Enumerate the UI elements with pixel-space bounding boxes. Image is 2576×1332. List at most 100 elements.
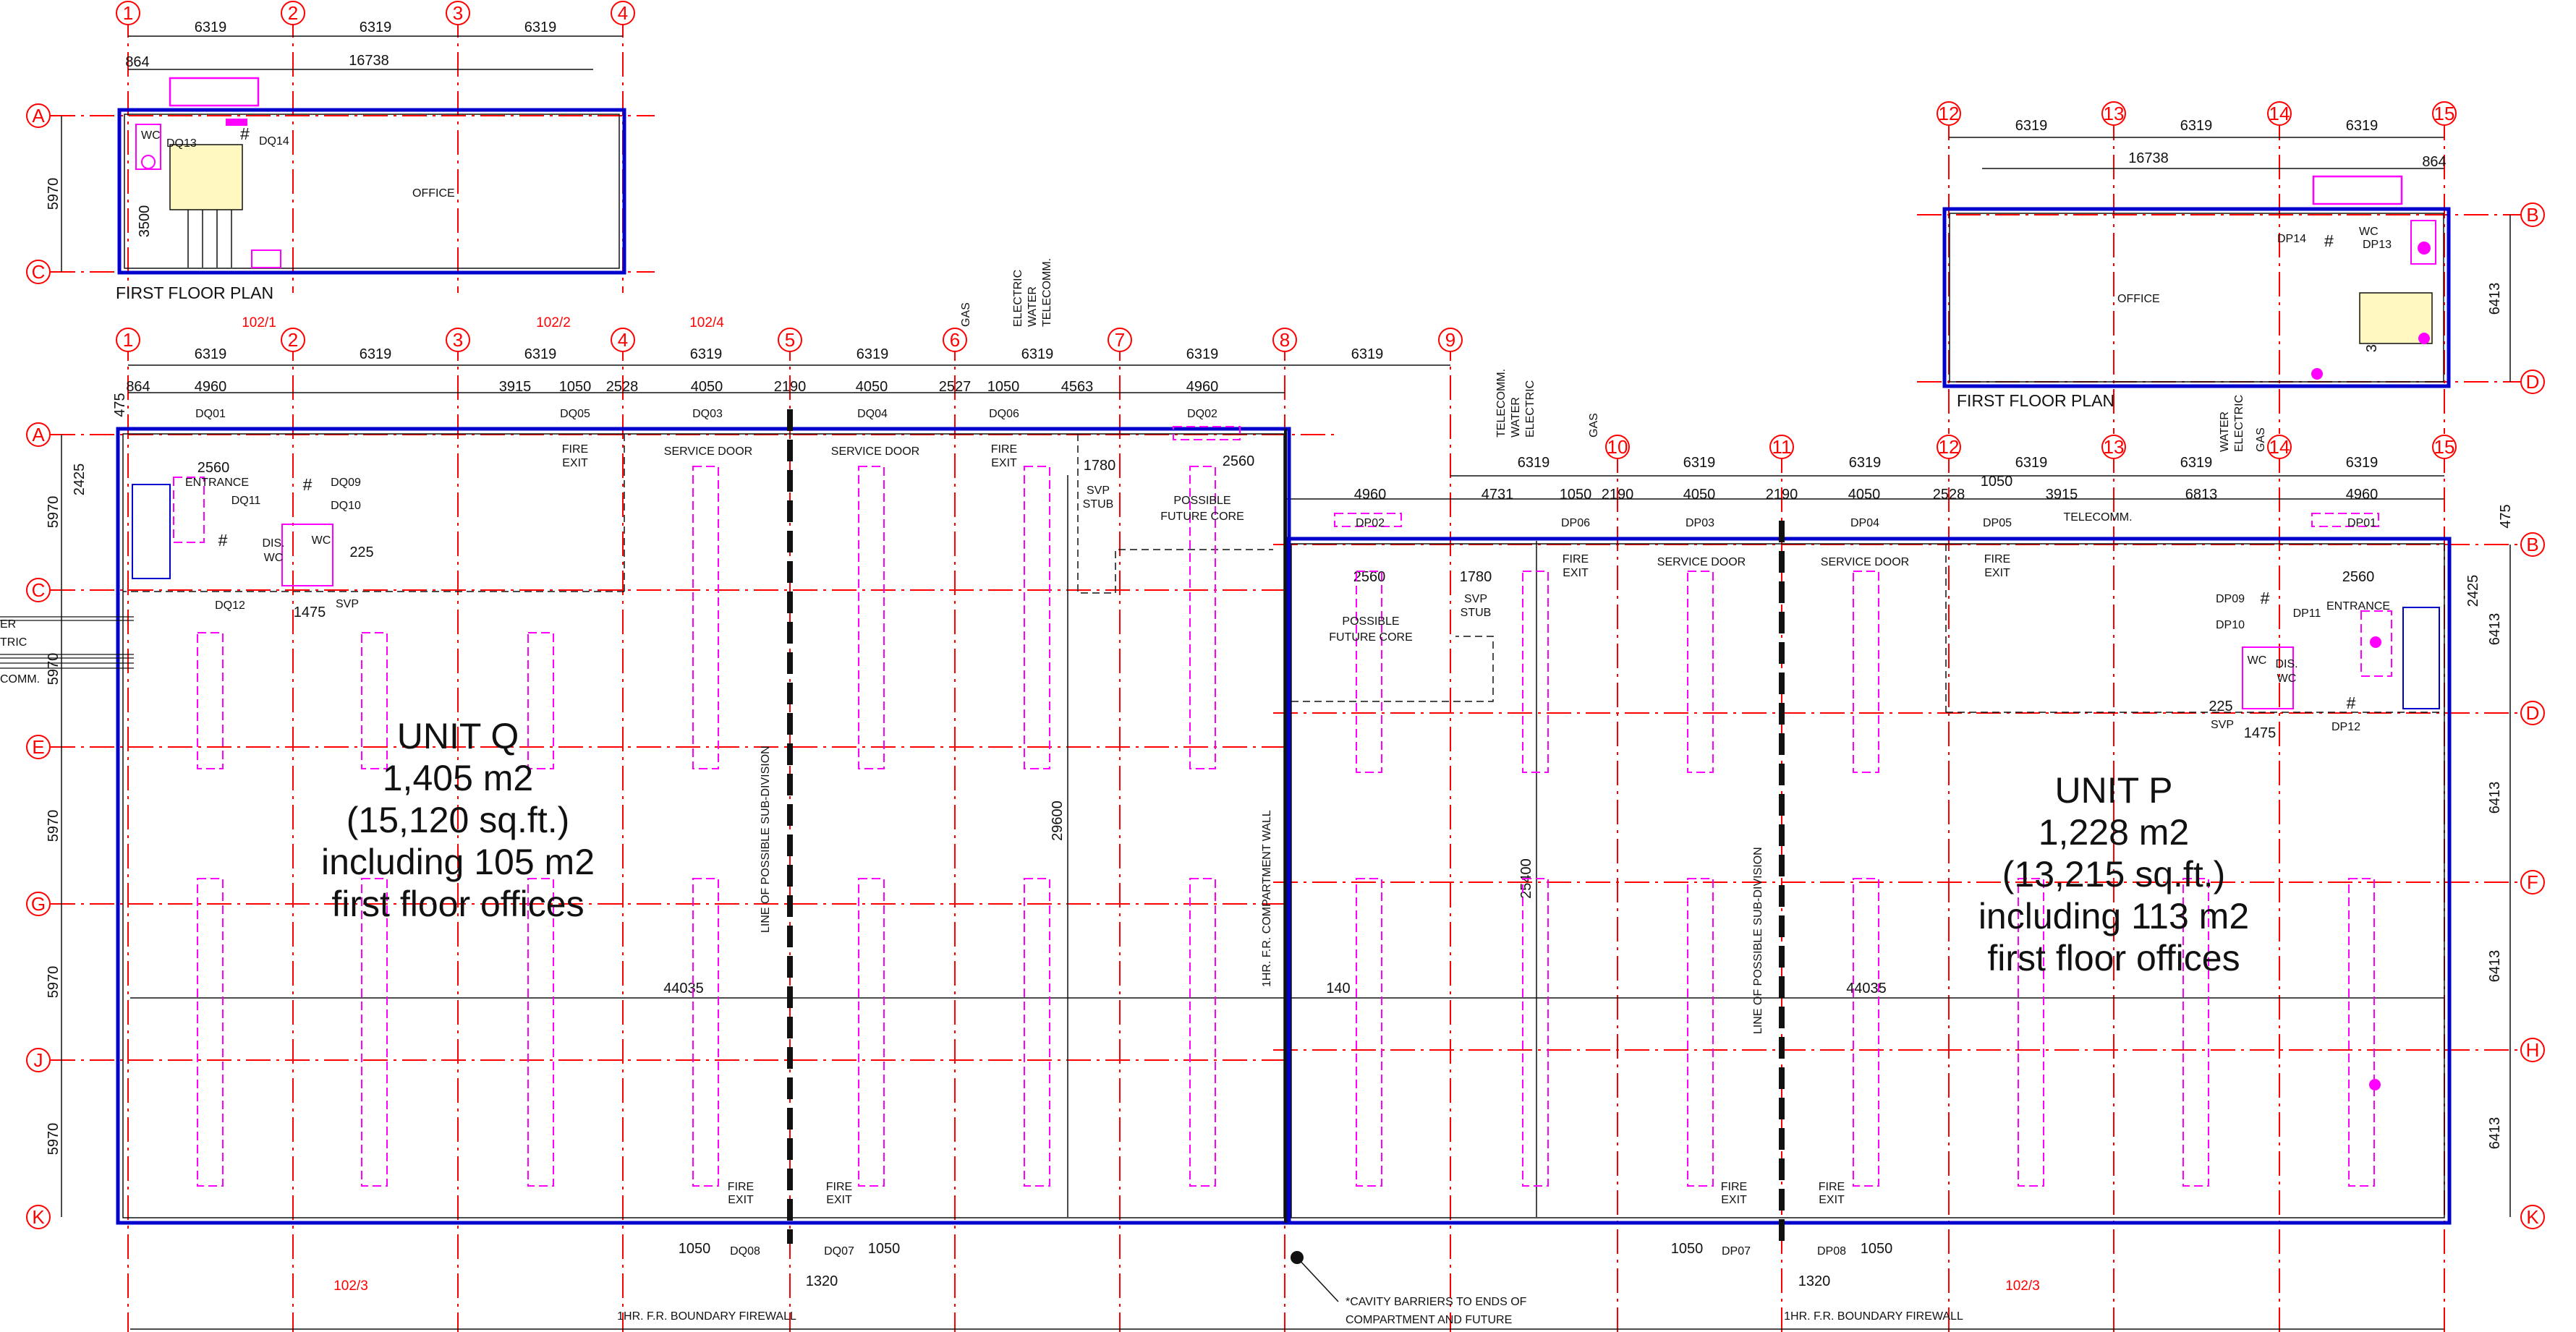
- grid-bubble-D: [2520, 701, 2545, 725]
- svg-text:14: 14: [2269, 436, 2290, 458]
- cavity-note: *CAVITY BARRIERS TO ENDS OF COMPARTMENT …: [1346, 1296, 1527, 1326]
- svg-text:225: 225: [349, 545, 373, 560]
- svg-text:DQ12: DQ12: [215, 599, 245, 612]
- grid-bubble-15: [2432, 435, 2457, 459]
- svg-text:102/1: 102/1: [242, 315, 276, 330]
- svg-text:DP09: DP09: [2216, 593, 2245, 605]
- svg-text:OFFICE: OFFICE: [2117, 293, 2160, 305]
- svg-text:D: D: [2526, 371, 2540, 393]
- svg-text:DP12: DP12: [2331, 721, 2360, 733]
- svg-text:WC: WC: [2248, 654, 2267, 667]
- svg-text:2527: 2527: [939, 379, 972, 395]
- svg-text:15: 15: [2434, 103, 2455, 124]
- svg-text:A: A: [32, 424, 45, 445]
- svg-text:FUTURE CORE: FUTURE CORE: [1160, 511, 1244, 523]
- svg-text:5970: 5970: [46, 1123, 61, 1156]
- svg-text:4960: 4960: [2346, 487, 2379, 503]
- svg-text:TELECOMM.: TELECOMM.: [1041, 258, 1053, 327]
- svg-text:6319: 6319: [1021, 346, 1054, 362]
- svg-text:2: 2: [288, 329, 298, 351]
- svg-text:475: 475: [112, 393, 128, 417]
- svg-text:FIRE: FIRE: [1563, 553, 1589, 565]
- svg-text:F: F: [2527, 871, 2538, 893]
- svg-text:ELECTRIC: ELECTRIC: [1012, 270, 1024, 327]
- svg-text:UNIT P: UNIT P: [2055, 770, 2173, 811]
- svg-text:POSSIBLE: POSSIBLE: [1342, 615, 1399, 628]
- svg-text:#: #: [2347, 693, 2356, 712]
- grid-bubble-3: [446, 328, 470, 352]
- marker-dot: [2369, 1079, 2381, 1090]
- svg-text:DQ10: DQ10: [331, 500, 361, 512]
- svg-text:DIS.: DIS.: [2275, 658, 2297, 670]
- svg-text:STUB: STUB: [1083, 498, 1114, 511]
- svg-text:5970: 5970: [46, 810, 61, 842]
- svg-text:GAS: GAS: [960, 302, 972, 327]
- svg-text:1,228 m2: 1,228 m2: [2039, 812, 2189, 853]
- svg-text:FIRE: FIRE: [826, 1181, 852, 1193]
- cavity-leader: [1296, 1257, 1339, 1302]
- grid-bubble-B: [2520, 532, 2545, 557]
- svg-text:13: 13: [2104, 103, 2125, 124]
- svg-text:SVP: SVP: [1464, 593, 1487, 605]
- grid-bubble-9: [1438, 328, 1463, 352]
- svg-text:UNIT Q: UNIT Q: [397, 716, 519, 756]
- svg-text:1320: 1320: [1798, 1273, 1831, 1289]
- svg-text:2425: 2425: [72, 464, 88, 496]
- svg-text:EXIT: EXIT: [991, 457, 1017, 469]
- dimension-lines: [61, 35, 2511, 1330]
- svg-text:6319: 6319: [524, 20, 557, 35]
- svg-text:DP08: DP08: [1817, 1245, 1846, 1258]
- svg-text:(13,215 sq.ft.): (13,215 sq.ft.): [2002, 854, 2226, 895]
- svg-text:FIRE: FIRE: [1819, 1181, 1845, 1193]
- grid-bubble-2-top: [281, 1, 305, 25]
- grid-bubble-G: [26, 892, 51, 916]
- svg-text:WC: WC: [141, 129, 161, 142]
- svg-text:SVP: SVP: [336, 598, 359, 610]
- svg-text:4050: 4050: [691, 379, 723, 395]
- svg-text:4050: 4050: [1683, 487, 1716, 503]
- svg-text:2190: 2190: [1602, 487, 1634, 503]
- svg-text:4731: 4731: [1482, 487, 1514, 503]
- svg-text:5970: 5970: [46, 496, 61, 529]
- unit-p-label: UNIT P 1,228 m2 (13,215 sq.ft.) includin…: [1978, 770, 2249, 978]
- svg-text:5970: 5970: [46, 178, 61, 210]
- svg-text:DQ04: DQ04: [857, 408, 888, 420]
- svg-text:5970: 5970: [46, 653, 61, 686]
- svg-text:DIS.: DIS.: [262, 537, 284, 550]
- svg-text:SERVICE DOOR: SERVICE DOOR: [1821, 556, 1909, 568]
- svg-text:SERVICE DOOR: SERVICE DOOR: [664, 445, 752, 458]
- svg-text:4: 4: [618, 2, 628, 24]
- grid-bubble-5: [778, 328, 802, 352]
- svg-text:3915: 3915: [2046, 487, 2078, 503]
- svg-text:H: H: [2526, 1039, 2540, 1061]
- svg-text:EXIT: EXIT: [826, 1194, 852, 1206]
- core-blocks: [132, 484, 2440, 709]
- sub-division-lines: [787, 409, 1785, 1244]
- svg-text:44035: 44035: [663, 981, 704, 996]
- svg-text:C: C: [32, 579, 46, 601]
- svg-text:DQ13: DQ13: [166, 137, 197, 150]
- svg-text:FIRE: FIRE: [728, 1181, 754, 1193]
- svg-text:DQ11: DQ11: [231, 495, 261, 507]
- svg-text:D: D: [2526, 702, 2540, 724]
- svg-text:140: 140: [1326, 981, 1350, 996]
- svg-text:SVP: SVP: [2211, 719, 2234, 731]
- svg-text:4050: 4050: [856, 379, 888, 395]
- grid-bubble-4: [611, 328, 635, 352]
- grid-bubble-8: [1272, 328, 1297, 352]
- svg-text:5970: 5970: [46, 966, 61, 999]
- svg-text:6413: 6413: [2487, 283, 2503, 315]
- svg-text:WC: WC: [2359, 226, 2379, 238]
- svg-text:1320: 1320: [806, 1273, 838, 1289]
- grid-bubble-4-top: [611, 1, 635, 25]
- svg-text:9: 9: [1445, 329, 1455, 351]
- svg-text:K: K: [32, 1206, 45, 1228]
- svg-text:2560: 2560: [1223, 453, 1255, 469]
- svg-text:#: #: [218, 531, 228, 550]
- svg-text:WC: WC: [312, 534, 331, 547]
- svg-text:DP02: DP02: [1356, 517, 1385, 529]
- svg-text:6319: 6319: [2015, 455, 2048, 471]
- svg-text:LINE OF POSSIBLE SUB-DIVISION: LINE OF POSSIBLE SUB-DIVISION: [760, 746, 772, 933]
- svg-text:B: B: [2526, 534, 2538, 555]
- svg-text:FIRE: FIRE: [1721, 1181, 1747, 1193]
